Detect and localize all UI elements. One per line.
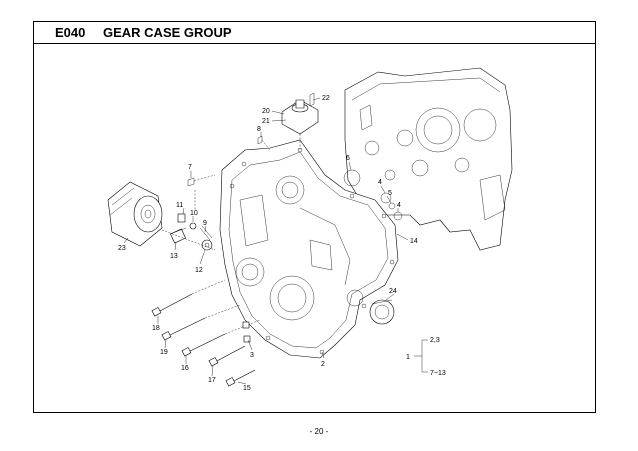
group-code: E040 bbox=[55, 25, 86, 40]
callout-16: 16 bbox=[181, 365, 189, 372]
callout-21: 21 bbox=[262, 118, 270, 125]
bracket-label-top: 2,3 bbox=[430, 337, 440, 344]
callout-24: 24 bbox=[389, 288, 397, 295]
page-number: - 20 - bbox=[309, 427, 329, 436]
callout-4-lower: 4 bbox=[397, 202, 401, 209]
header-bar: E040 GEAR CASE GROUP bbox=[34, 22, 595, 44]
callout-17: 17 bbox=[208, 377, 216, 384]
callout-12: 12 bbox=[195, 267, 203, 274]
gear-case bbox=[219, 139, 399, 359]
callout-22: 22 bbox=[322, 95, 330, 102]
callout-19: 19 bbox=[160, 349, 168, 356]
callout-6: 6 bbox=[346, 155, 350, 162]
callout-1: 1 bbox=[406, 354, 410, 361]
o-rings bbox=[343, 169, 403, 221]
callout-5: 5 bbox=[388, 190, 392, 197]
callout-9: 9 bbox=[203, 220, 207, 227]
callout-23: 23 bbox=[118, 245, 126, 252]
oil-seal bbox=[369, 299, 395, 325]
callout-15: 15 bbox=[243, 385, 251, 392]
callout-7: 7 bbox=[188, 164, 192, 171]
diagram-frame: E040 GEAR CASE GROUP bbox=[33, 21, 596, 413]
long-bolts bbox=[151, 279, 261, 387]
callout-4-upper: 4 bbox=[378, 179, 382, 186]
callout-13: 13 bbox=[170, 253, 178, 260]
small-bolts bbox=[187, 135, 271, 187]
callout-8: 8 bbox=[257, 126, 261, 133]
callout-2: 2 bbox=[321, 361, 325, 368]
callout-14: 14 bbox=[410, 238, 418, 245]
group-title: GEAR CASE GROUP bbox=[103, 25, 232, 40]
breather-assembly bbox=[281, 92, 319, 150]
oil-filter bbox=[107, 181, 163, 247]
bracket-label-bottom: 7~13 bbox=[430, 370, 446, 377]
callout-20: 20 bbox=[262, 108, 270, 115]
leader-lines bbox=[123, 97, 428, 385]
callout-labels: 1 2 3 4 5 4 6 7 8 9 10 11 12 13 14 15 16… bbox=[118, 95, 446, 392]
callout-3: 3 bbox=[250, 352, 254, 359]
callout-11: 11 bbox=[176, 202, 183, 209]
filter-adapter-parts bbox=[161, 190, 216, 251]
callout-18: 18 bbox=[152, 325, 160, 332]
callout-10: 10 bbox=[190, 210, 198, 217]
